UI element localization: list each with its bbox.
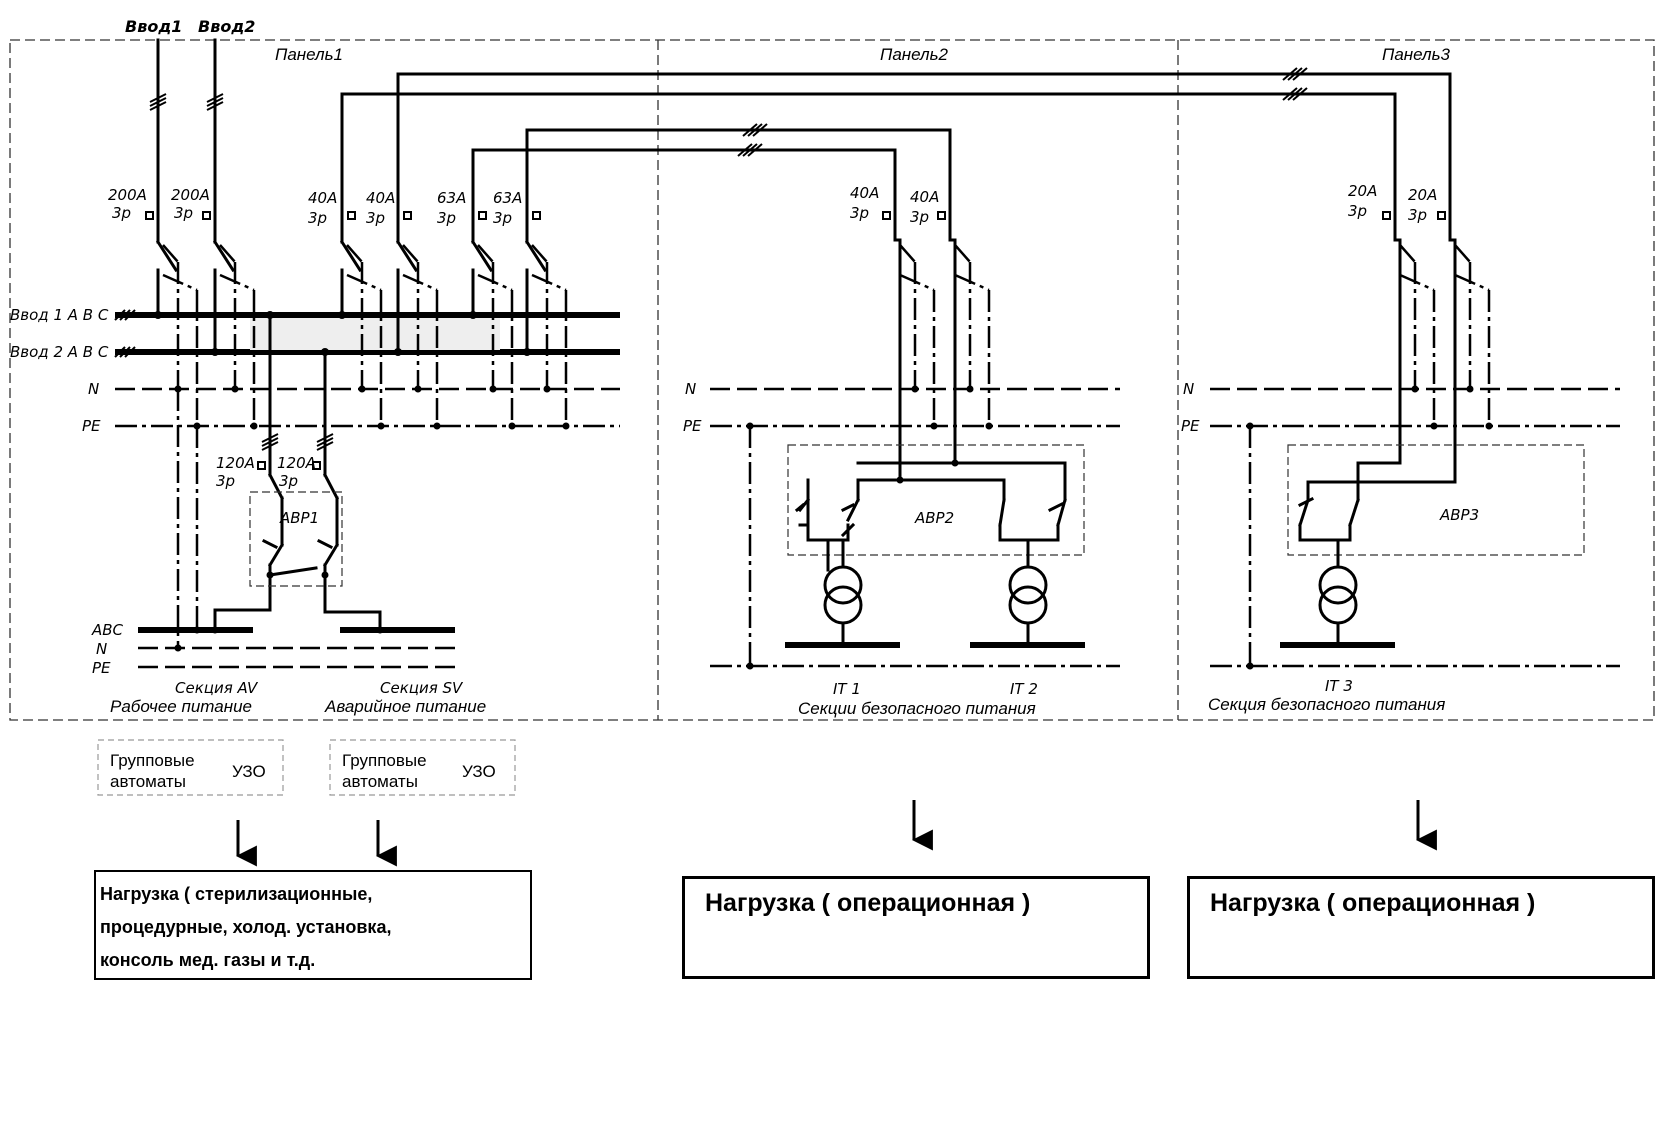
breaker-120a-2-rating: 120А: [277, 454, 316, 472]
load-box-general: Нагрузка ( стерилизационные, процедурные…: [94, 870, 532, 980]
avr2-label: АВР2: [914, 509, 954, 527]
it1-label: IT 1: [833, 680, 861, 698]
bus1-label: Ввод 1 А В С: [10, 306, 109, 324]
group1-rcd: УЗО: [232, 762, 266, 781]
breaker-40a-2-rating: 40А: [366, 189, 395, 207]
p2-breaker-2-rating: 40А: [910, 188, 939, 206]
breaker-200a-2-rating: 200А: [171, 186, 210, 204]
breaker-200a-1-poles: 3р: [112, 204, 131, 222]
load1-line2: процедурные, холод. установка,: [100, 917, 392, 937]
group1-auto-line1: Групповые: [110, 751, 195, 770]
n-label-p1: N: [88, 380, 99, 398]
pe-label-p2: PE: [683, 417, 702, 435]
load3-text: Нагрузка ( операционная ): [1210, 889, 1536, 917]
panel1-title: Панель1: [275, 45, 343, 64]
avr3-label: АВР3: [1439, 506, 1479, 524]
p3-breaker-2-rating: 20А: [1408, 186, 1437, 204]
pe-label-p3: PE: [1181, 417, 1200, 435]
breaker-120a-1-rating: 120А: [216, 454, 255, 472]
avr1-label: АВР1: [279, 509, 319, 527]
group2-auto-line2: автоматы: [342, 772, 418, 791]
safe-section-label: Секция безопасного питания: [1208, 695, 1445, 714]
panel3-circuit: [1210, 200, 1620, 670]
safe-sections-label: Секции безопасного питания: [798, 699, 1036, 718]
panel2-title: Панель2: [880, 45, 949, 64]
breaker-200a-1-rating: 200А: [108, 186, 147, 204]
section-buses: [138, 626, 455, 669]
breaker-63a-2-rating: 63А: [493, 189, 522, 207]
breaker-63a-2-poles: 3р: [493, 209, 512, 227]
input2-label: Ввод2: [198, 17, 255, 36]
panel1-breakers: [145, 200, 570, 430]
n-label-sec: N: [96, 640, 107, 658]
emergency-power-label: Аварийное питание: [324, 697, 486, 716]
breaker-40a-1-rating: 40А: [308, 189, 337, 207]
work-power-label: Рабочее питание: [110, 697, 252, 716]
panel2-circuit: [710, 200, 1120, 670]
panel1-section-feed: [174, 311, 382, 652]
panel1-busbars: [114, 309, 620, 428]
load2-text: Нагрузка ( операционная ): [705, 889, 1031, 917]
pe-label-p1: PE: [82, 417, 101, 435]
bus2-label: Ввод 2 А В С: [10, 343, 109, 361]
load-box-operating-1: Нагрузка ( операционная ): [682, 876, 1150, 979]
input1-label: Ввод1: [125, 17, 182, 36]
load1-line1: Нагрузка ( стерилизационные,: [100, 884, 373, 904]
it2-label: IT 2: [1010, 680, 1038, 698]
group2-rcd: УЗО: [462, 762, 496, 781]
p2-breaker-1-rating: 40А: [850, 184, 879, 202]
load-box-operating-2: Нагрузка ( операционная ): [1187, 876, 1655, 979]
section-av-label: Секция AV: [175, 679, 259, 697]
group-boxes: [97, 739, 516, 796]
load-arrows: [235, 800, 1437, 867]
breaker-40a-1-poles: 3р: [308, 209, 327, 227]
cross-panel-cables: [340, 67, 1452, 204]
group2-auto-line1: Групповые: [342, 751, 427, 770]
breaker-40a-2-poles: 3р: [366, 209, 385, 227]
p3-breaker-2-poles: 3р: [1408, 206, 1427, 224]
load1-line3: консоль мед. газы и т.д.: [100, 950, 316, 970]
p3-breaker-1-rating: 20А: [1348, 182, 1377, 200]
p2-breaker-1-poles: 3р: [850, 204, 869, 222]
panel-frame: [9, 39, 1655, 721]
section-sv-label: Секция SV: [380, 679, 464, 697]
group1-auto-line2: автоматы: [110, 772, 186, 791]
n-label-p2: N: [685, 380, 696, 398]
breaker-200a-2-poles: 3р: [174, 204, 193, 222]
panel3-title: Панель3: [1382, 45, 1451, 64]
breaker-63a-1-poles: 3р: [437, 209, 456, 227]
p2-breaker-2-poles: 3р: [910, 208, 929, 226]
breaker-120a-1-poles: 3р: [216, 472, 235, 490]
breaker-120a-2-poles: 3р: [279, 472, 298, 490]
it3-label: IT 3: [1325, 677, 1353, 695]
n-label-p3: N: [1183, 380, 1194, 398]
breaker-63a-1-rating: 63А: [437, 189, 466, 207]
pe-label-sec: PE: [92, 659, 111, 677]
abc-label: ABC: [91, 621, 124, 639]
p3-breaker-1-poles: 3р: [1348, 202, 1367, 220]
input-feeders: [149, 38, 224, 204]
